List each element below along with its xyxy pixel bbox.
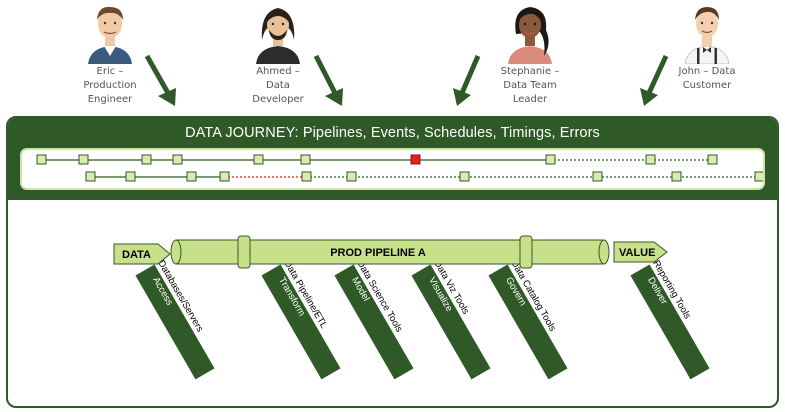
stage-access: Access Databases/Servers bbox=[135, 259, 215, 380]
pipe-ring bbox=[519, 235, 533, 269]
persona-name: Stephanie – bbox=[500, 66, 560, 77]
value-end-label: VALUE bbox=[619, 247, 655, 259]
john-avatar-icon bbox=[684, 7, 730, 64]
data-start-label: DATA bbox=[122, 249, 151, 261]
timeline-node bbox=[219, 171, 230, 182]
stage-model: Model Data Science Tools bbox=[334, 259, 414, 380]
persona-name: John – Data bbox=[678, 66, 736, 77]
persona-role-line: Customer bbox=[682, 80, 732, 91]
persona-name: Eric – bbox=[96, 66, 124, 77]
timeline-node bbox=[592, 171, 603, 182]
ahmed-avatar-icon bbox=[256, 8, 300, 64]
timeline-node bbox=[253, 154, 264, 165]
persona-role-line: Production bbox=[83, 80, 137, 91]
persona-role-line: Engineer bbox=[87, 94, 133, 105]
value-end-arrow: VALUE bbox=[613, 241, 668, 263]
persona-eric: Eric – Production Engineer bbox=[50, 0, 170, 106]
timeline-node bbox=[707, 154, 718, 165]
timeline-node bbox=[36, 154, 47, 165]
persona-role-line: Leader bbox=[512, 94, 548, 105]
timeline-node bbox=[78, 154, 89, 165]
persona-role-line: Developer bbox=[252, 94, 304, 105]
timeline-tracks bbox=[36, 154, 765, 182]
persona-role-line: Data Team bbox=[503, 80, 557, 91]
stage-govern: Govern Data Catalog Tools bbox=[488, 259, 568, 380]
persona-name: Ahmed – bbox=[256, 66, 300, 77]
timeline-node bbox=[125, 171, 136, 182]
stephanie-avatar-icon bbox=[508, 7, 552, 64]
journey-timeline bbox=[20, 148, 765, 190]
timeline-node bbox=[186, 171, 197, 182]
data-start-arrow: DATA bbox=[113, 243, 171, 265]
timeline-node bbox=[645, 154, 656, 165]
timeline-node bbox=[459, 171, 470, 182]
timeline-node bbox=[346, 171, 357, 182]
timeline-node bbox=[301, 171, 312, 182]
timeline-node bbox=[671, 171, 682, 182]
persona-stephanie: Stephanie – Data Team Leader bbox=[470, 0, 590, 106]
stage-deliver: Deliver Reporting Tools bbox=[630, 259, 710, 380]
persona-john: John – Data Customer bbox=[647, 0, 767, 92]
stage-visualize: Visualize Data Viz Tools bbox=[411, 259, 491, 380]
eric-avatar-icon bbox=[88, 6, 132, 64]
prod-pipeline-cylinder: PROD PIPELINE A bbox=[170, 235, 610, 269]
timeline-node bbox=[85, 171, 96, 182]
journey-title: DATA JOURNEY: Pipelines, Events, Schedul… bbox=[185, 125, 600, 141]
timeline-error-node bbox=[410, 154, 421, 165]
timeline-node bbox=[300, 154, 311, 165]
timeline-node bbox=[141, 154, 152, 165]
timeline-node bbox=[545, 154, 556, 165]
persona-ahmed: Ahmed – Data Developer bbox=[218, 0, 338, 106]
pipe-ring bbox=[237, 235, 251, 269]
journey-header: DATA JOURNEY: Pipelines, Events, Schedul… bbox=[8, 118, 777, 200]
pipeline-name: PROD PIPELINE A bbox=[330, 247, 426, 259]
persona-role-line: Data bbox=[266, 80, 290, 91]
timeline-node bbox=[172, 154, 183, 165]
